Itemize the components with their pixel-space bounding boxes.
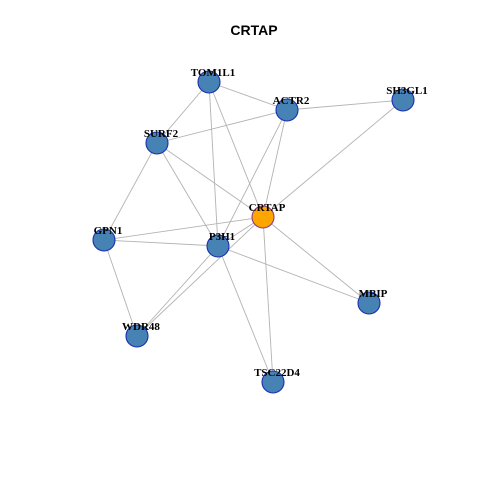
node-circle	[357, 291, 381, 315]
node-tom1l1: TOM1L1	[191, 67, 235, 94]
edge-p3h1-tsc22d4	[217, 245, 274, 383]
node-label: MBIP	[359, 288, 388, 300]
edge-tom1l1-actr2	[208, 81, 288, 111]
node-circle	[261, 370, 285, 394]
edge-gpn1-wdr48	[103, 239, 138, 337]
node-label: CRTAP	[249, 202, 286, 214]
edge-surf2-crtap	[156, 142, 264, 218]
edge-gpn1-p3h1	[103, 239, 219, 247]
node-label: P3H1	[209, 231, 235, 243]
edge-actr2-p3h1	[217, 109, 288, 247]
node-label: SH3GL1	[386, 85, 428, 97]
edges-layer	[103, 81, 404, 383]
node-circle	[251, 205, 275, 229]
edge-surf2-p3h1	[156, 142, 219, 247]
node-circle	[391, 88, 415, 112]
node-circle	[197, 70, 221, 94]
node-circle	[275, 98, 299, 122]
edge-actr2-sh3gl1	[286, 99, 404, 111]
node-label: ACTR2	[273, 95, 310, 107]
edge-crtap-mbip	[262, 216, 370, 304]
node-label: SURF2	[144, 128, 179, 140]
node-circle	[125, 324, 149, 348]
edge-surf2-gpn1	[103, 142, 158, 241]
node-surf2: SURF2	[144, 128, 179, 155]
node-circle	[92, 228, 116, 252]
node-tsc22d4: TSC22D4	[254, 367, 300, 394]
node-crtap: CRTAP	[249, 202, 286, 229]
node-wdr48: WDR48	[122, 321, 160, 348]
node-sh3gl1: SH3GL1	[386, 85, 428, 112]
edge-p3h1-mbip	[217, 245, 370, 304]
node-p3h1: P3H1	[206, 231, 235, 258]
node-mbip: MBIP	[357, 288, 388, 315]
edge-crtap-gpn1	[103, 216, 264, 241]
node-circle	[206, 234, 230, 258]
node-circle	[145, 131, 169, 155]
edge-tom1l1-p3h1	[208, 81, 219, 247]
node-label: TOM1L1	[191, 67, 235, 79]
edge-crtap-wdr48	[136, 216, 264, 337]
edge-crtap-tsc22d4	[262, 216, 274, 383]
node-gpn1: GPN1	[92, 225, 123, 252]
edge-actr2-surf2	[156, 109, 288, 144]
edge-tom1l1-surf2	[156, 81, 210, 144]
edge-sh3gl1-crtap	[262, 99, 404, 218]
edge-p3h1-wdr48	[136, 245, 219, 337]
node-label: GPN1	[94, 225, 123, 237]
node-label: TSC22D4	[254, 367, 300, 379]
node-label: WDR48	[122, 321, 160, 333]
node-actr2: ACTR2	[273, 95, 310, 122]
graph-title: CRTAP	[230, 22, 277, 38]
edge-tom1l1-crtap	[208, 81, 264, 218]
edge-actr2-crtap	[262, 109, 288, 218]
